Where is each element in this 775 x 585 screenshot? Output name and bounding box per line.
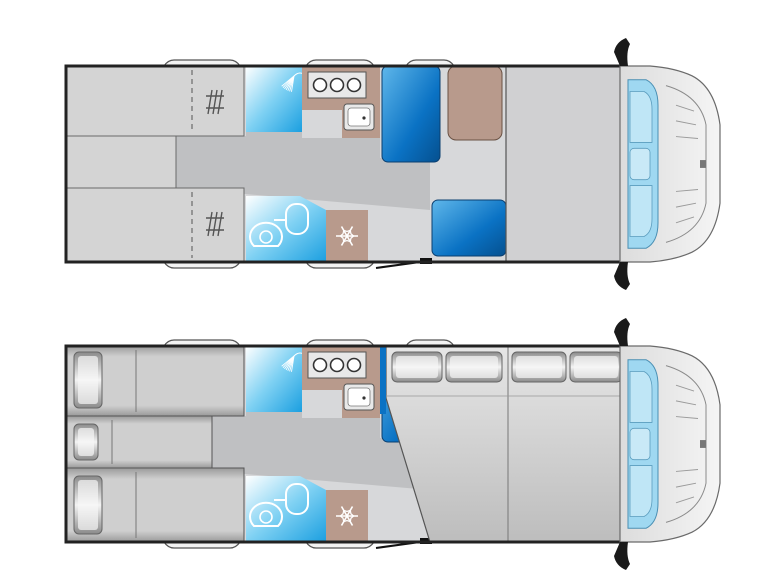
side-mirror — [614, 38, 630, 66]
rear-bed-top — [65, 65, 245, 137]
floorplan-night — [64, 339, 628, 549]
side-mirror — [614, 318, 630, 346]
snowflake-icon — [336, 506, 358, 526]
blue-edge — [380, 346, 386, 414]
side-mirror — [614, 542, 630, 570]
three-ring-hob-icon — [307, 71, 367, 99]
side-mirror — [614, 262, 630, 290]
three-ring-hob-icon — [307, 351, 367, 379]
washroom — [246, 196, 326, 262]
rear-bed-bottom — [65, 187, 245, 263]
wood-cupboard — [447, 65, 503, 141]
ladder-icon — [206, 211, 224, 237]
blue-seat — [431, 199, 507, 257]
kitchen-counter-gap — [302, 390, 342, 418]
cab-front — [619, 65, 721, 263]
basin-icon — [343, 103, 375, 131]
shower-head-icon — [281, 352, 307, 372]
basin-icon — [343, 383, 375, 411]
front-lounge-table — [505, 65, 627, 263]
kitchen-counter-gap — [302, 110, 342, 138]
toilet-icon — [249, 203, 309, 247]
toilet-icon — [249, 483, 309, 527]
cab-front — [619, 345, 721, 543]
blue-cupboard — [381, 65, 441, 163]
floorplan-day — [64, 59, 628, 269]
snowflake-icon — [336, 226, 358, 246]
rear-bed-middle — [65, 135, 177, 189]
washroom — [246, 476, 326, 542]
ladder-icon — [206, 89, 224, 115]
